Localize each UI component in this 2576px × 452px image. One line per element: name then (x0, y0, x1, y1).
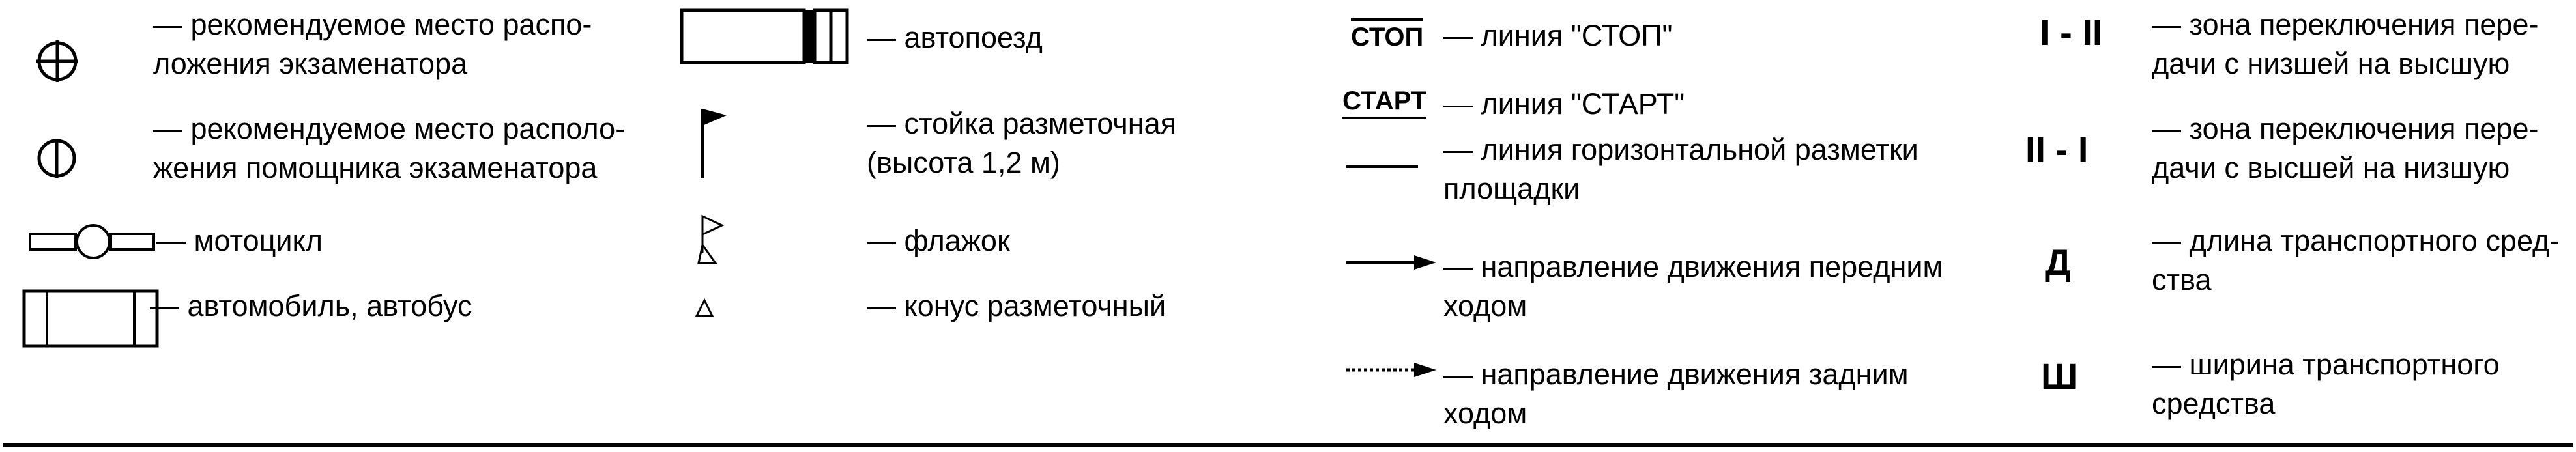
motorcycle-icon (29, 223, 156, 260)
car-bus-label: — автомобиль, автобус (150, 289, 472, 322)
forward-direction-label: — направление движения передним ходом (1443, 250, 1943, 322)
start-line-label: — линия "СТАРТ" (1443, 87, 1685, 120)
stop-code: СТОП (1351, 18, 1424, 52)
width-label: — ширина транспортного средства (2152, 348, 2500, 420)
road-train-label: — автопоезд (867, 21, 1043, 54)
motorcycle-label: — мотоцикл (156, 224, 323, 257)
cone-label: — конус разметочный (867, 289, 1166, 322)
reverse-direction-label: — направление движения задним ходом (1443, 358, 1909, 430)
downshift-code: II - I (2025, 129, 2089, 170)
circle-cross-icon (34, 38, 81, 85)
assistant-place-label: — рекомендуемое место располо- жения пом… (153, 112, 626, 184)
marker-post-icon (699, 107, 729, 179)
length-label: — длина транспортного сред- ства (2152, 224, 2560, 296)
dotted-arrow-icon (1346, 361, 1438, 378)
start-code: СТАРТ (1342, 86, 1427, 119)
marking-line-label: — линия горизонтальной разметки площадки (1443, 133, 1918, 205)
examiner-place-label: — рекомендуемое место распо- ложения экз… (153, 8, 592, 80)
upshift-zone-label: — зона переключения пере- дачи с низшей … (2152, 8, 2539, 80)
car-bus-icon (22, 289, 159, 348)
stop-line-label: — линия "СТОП" (1443, 19, 1673, 52)
cone-icon (695, 298, 714, 318)
bottom-divider (3, 443, 2573, 447)
solid-arrow-icon (1346, 254, 1438, 271)
length-code: Д (2045, 242, 2071, 283)
road-train-icon (680, 8, 849, 64)
horizontal-line-icon (1346, 164, 1418, 169)
circle-vertical-line-icon (35, 137, 78, 180)
width-code: Ш (2041, 356, 2078, 397)
flag-label: — флажок (867, 224, 1010, 257)
downshift-zone-label: — зона переключения пере- дачи с высшей … (2152, 112, 2539, 184)
flag-icon (697, 214, 726, 266)
marker-post-label: — стойка разметочная (высота 1,2 м) (867, 107, 1176, 179)
upshift-code: I - II (2040, 12, 2103, 53)
